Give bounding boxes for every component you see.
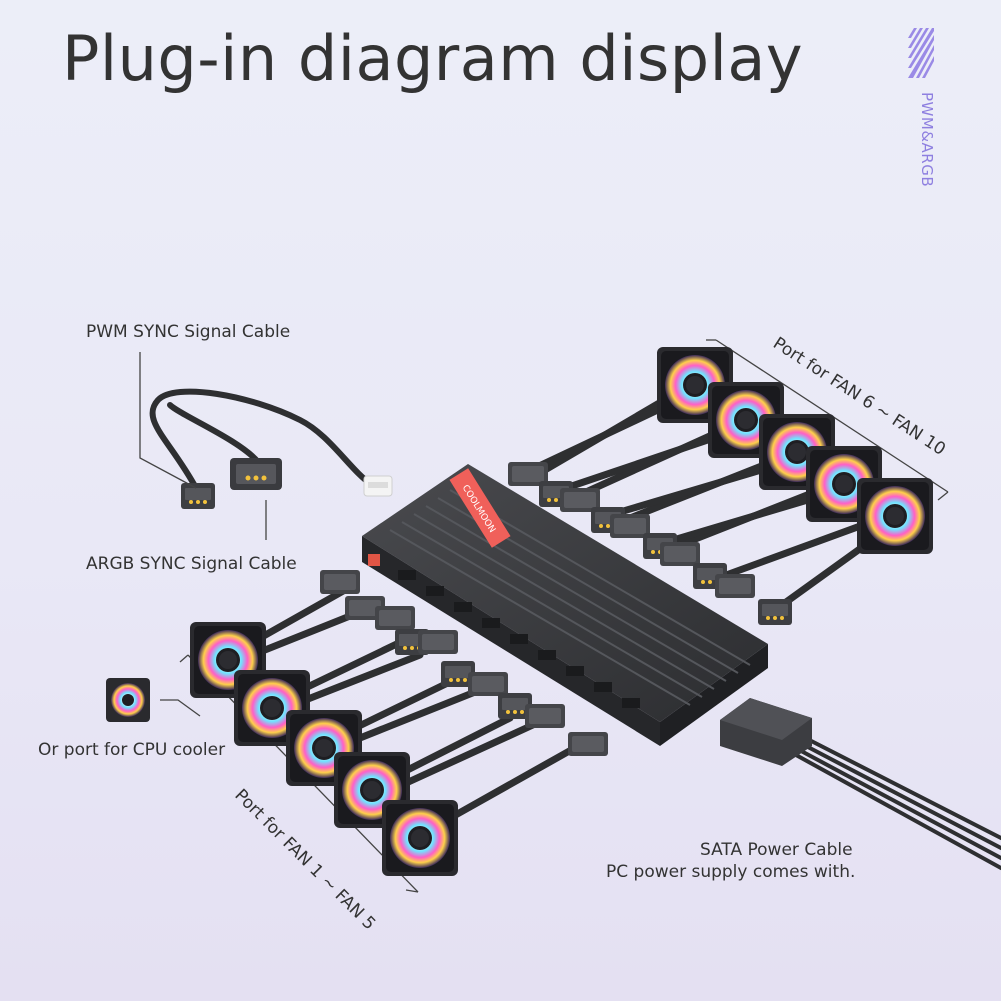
pwm-sync-label: PWM SYNC Signal Cable	[86, 322, 291, 342]
cpu-cooler-label: Or port for CPU cooler	[38, 740, 226, 760]
white-jst-plug	[363, 475, 393, 497]
cpu-cooler-icon	[106, 678, 150, 722]
argb-sync-connector	[230, 458, 282, 490]
sata-label-line2: PC power supply comes with.	[606, 862, 856, 882]
fans-1-5	[190, 622, 458, 876]
side-tag: PWM&ARGB	[918, 92, 936, 188]
fan-hub: COOLMOON	[362, 464, 768, 746]
sata-label-line1: SATA Power Cable	[700, 840, 853, 860]
sync-cables	[149, 388, 375, 491]
fans-6-10	[657, 347, 933, 554]
argb-sync-label: ARGB SYNC Signal Cable	[86, 554, 297, 574]
page-title: Plug-in diagram display	[62, 22, 804, 95]
pwm-sync-connector	[181, 483, 215, 509]
stripes-logo-icon	[908, 28, 934, 78]
sata-power-cable	[720, 698, 1001, 870]
